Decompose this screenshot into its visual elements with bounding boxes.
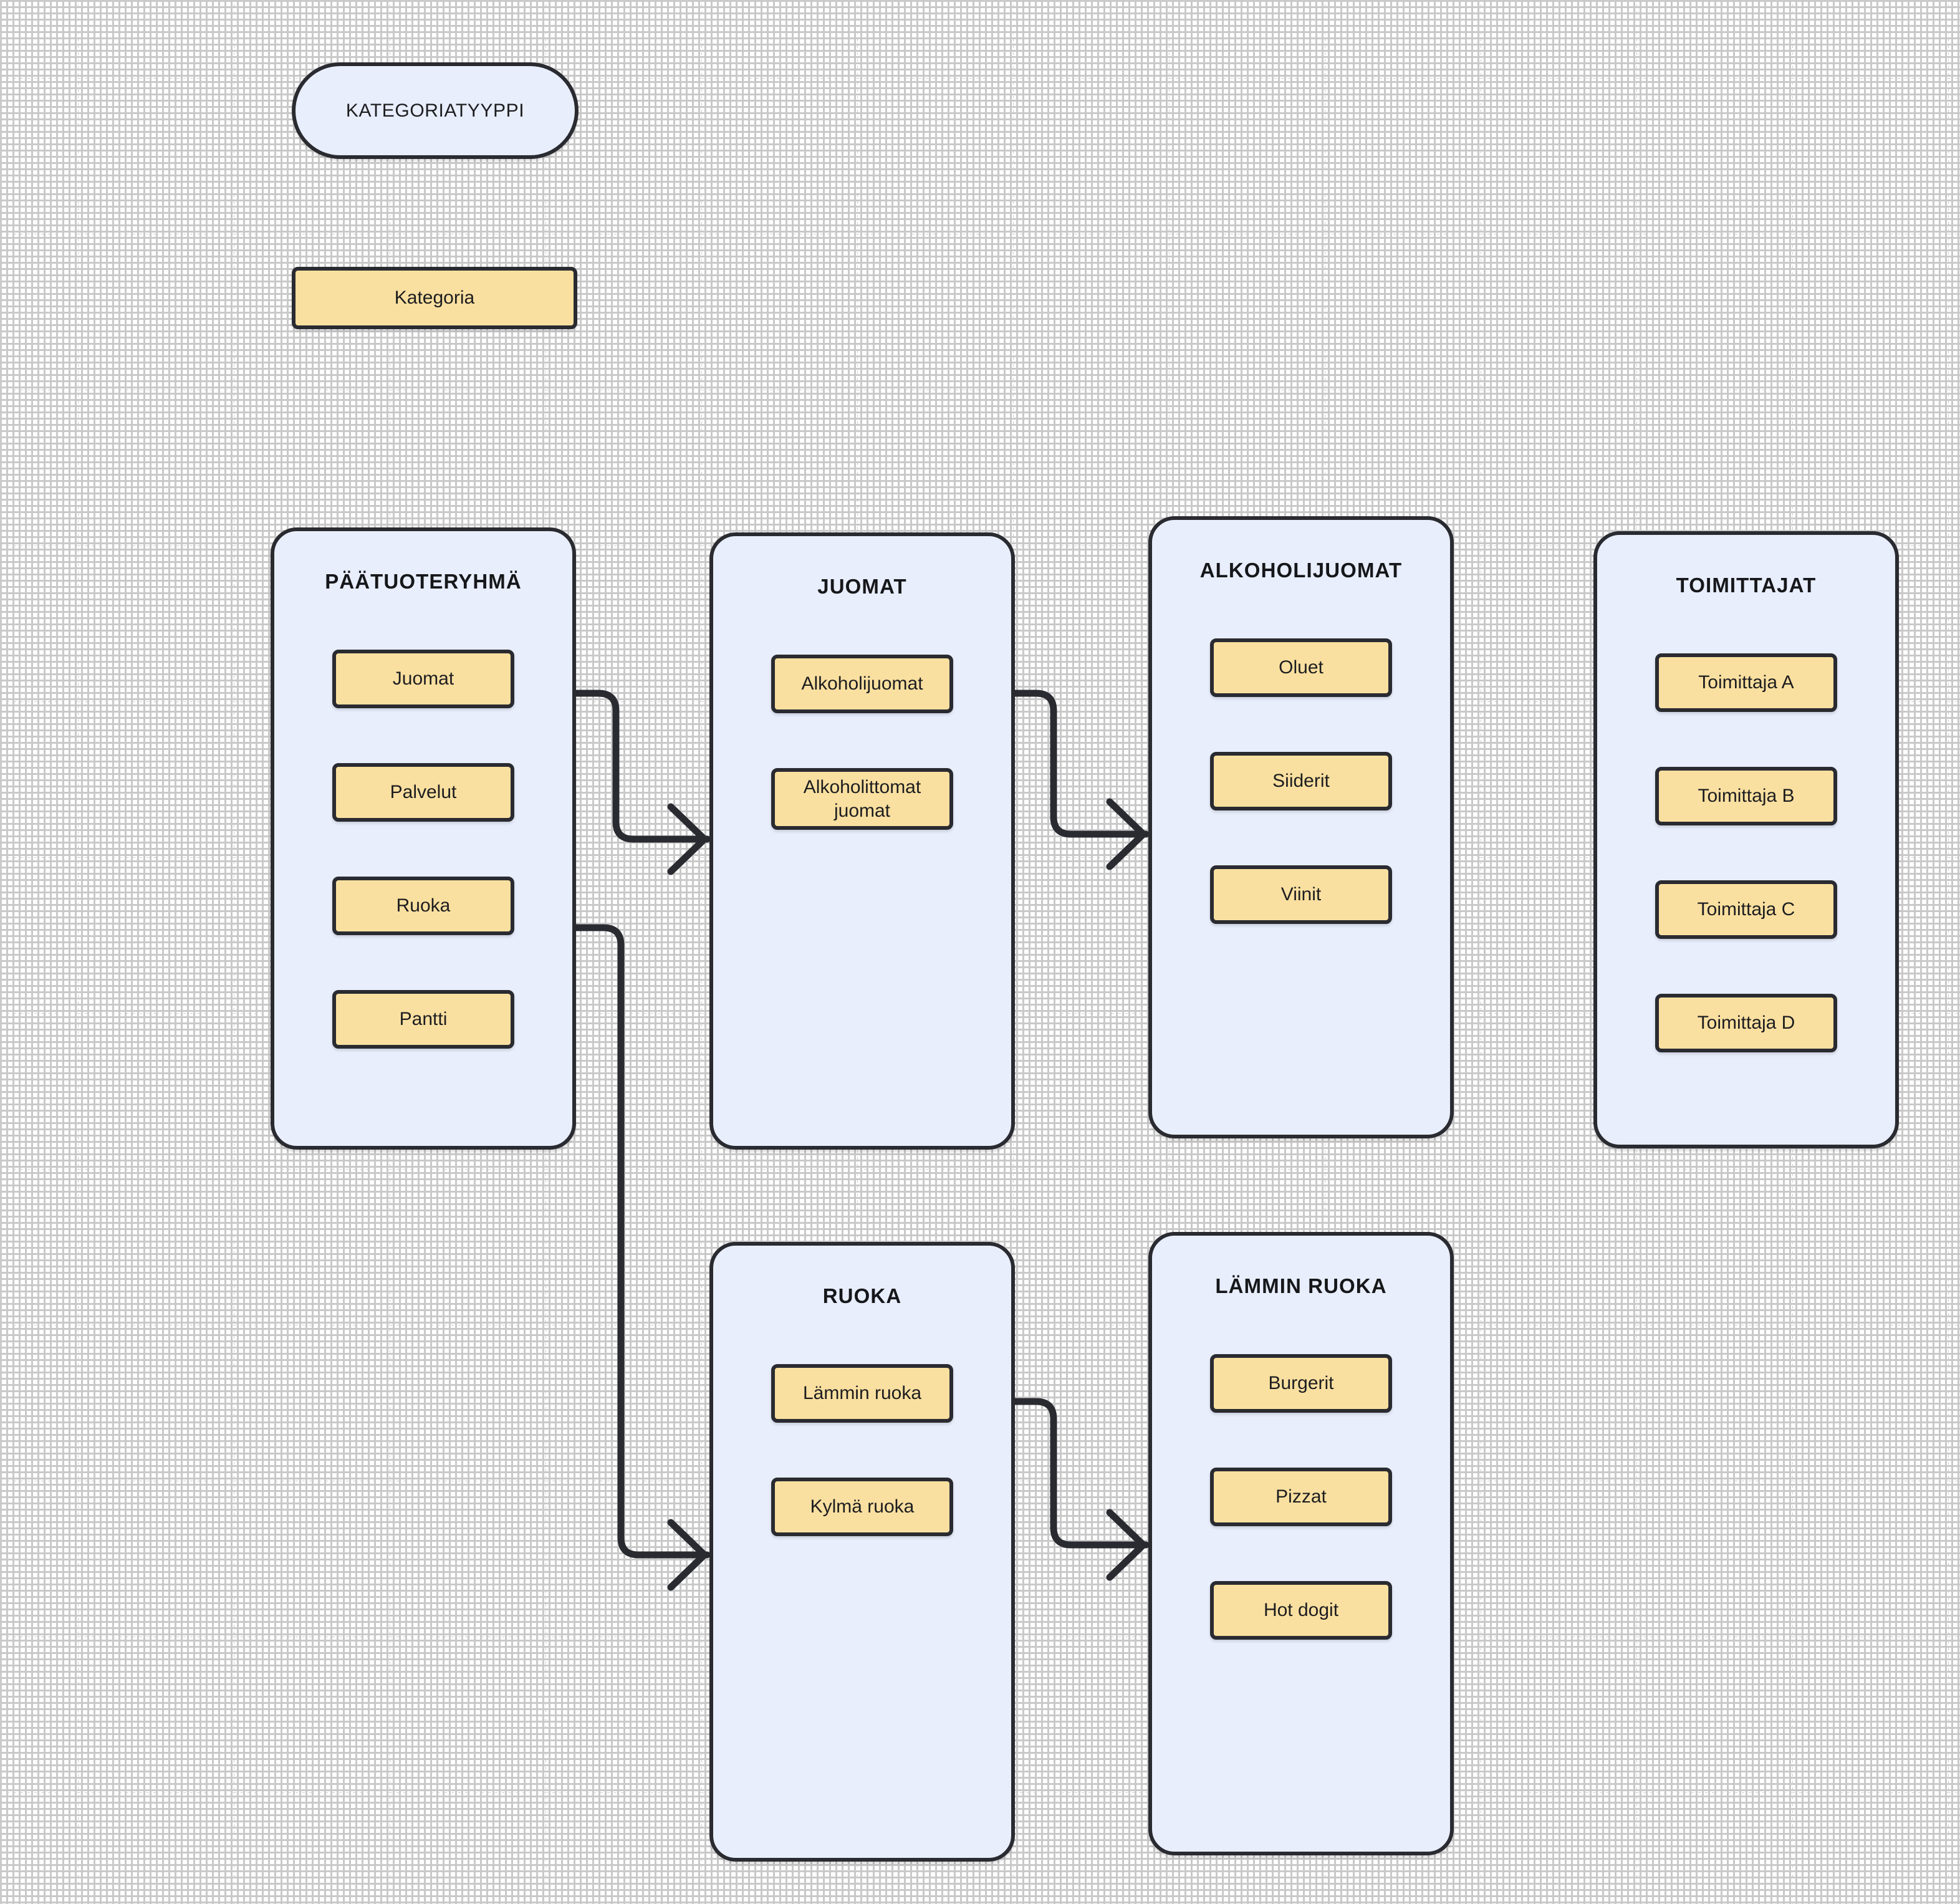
arrowhead-alkoholijuomat-group: [1106, 798, 1147, 870]
arrowhead-ruoka-group: [667, 1519, 708, 1591]
group-paatuoteryhma[interactable]: PÄÄTUOTERYHMÄ Juomat Palvelut Ruoka Pant…: [271, 527, 576, 1150]
group-alkoholijuomat[interactable]: ALKOHOLIJUOMAT Oluet Siiderit Viinit: [1148, 516, 1454, 1138]
node-kylma-ruoka[interactable]: Kylmä ruoka: [771, 1478, 953, 1536]
legend-category-label: Kategoria: [394, 287, 475, 308]
group-juomat-title: JUOMAT: [817, 575, 907, 598]
group-toimittajat[interactable]: TOIMITTAJAT Toimittaja A Toimittaja B To…: [1593, 531, 1899, 1148]
legend-category-type[interactable]: KATEGORIATYYPPI: [292, 62, 579, 159]
group-toimittajat-title: TOIMITTAJAT: [1676, 574, 1817, 597]
node-alkoholittomat-juomat[interactable]: Alkoholittomat juomat: [771, 768, 953, 830]
group-alkoholijuomat-body: Oluet Siiderit Viinit: [1152, 638, 1450, 924]
legend-category-type-label: KATEGORIATYYPPI: [345, 100, 525, 121]
legend-category[interactable]: Kategoria: [292, 267, 577, 329]
group-ruoka-title: RUOKA: [822, 1284, 902, 1307]
group-ruoka-body: Lämmin ruoka Kylmä ruoka: [713, 1364, 1011, 1536]
node-alkoholijuomat[interactable]: Alkoholijuomat: [771, 655, 953, 713]
group-juomat-body: Alkoholijuomat Alkoholittomat juomat: [713, 655, 1011, 830]
group-paatuoteryhma-body: Juomat Palvelut Ruoka Pantti: [274, 650, 572, 1049]
node-pantti[interactable]: Pantti: [332, 990, 514, 1049]
node-siiderit[interactable]: Siiderit: [1210, 752, 1392, 810]
node-pizzat[interactable]: Pizzat: [1210, 1468, 1392, 1526]
group-lammin-ruoka[interactable]: LÄMMIN RUOKA Burgerit Pizzat Hot dogit: [1148, 1232, 1454, 1855]
group-juomat[interactable]: JUOMAT Alkoholijuomat Alkoholittomat juo…: [709, 532, 1015, 1150]
node-oluet[interactable]: Oluet: [1210, 638, 1392, 697]
node-hot-dogit[interactable]: Hot dogit: [1210, 1581, 1392, 1640]
arrowhead-juomat-group: [667, 803, 708, 875]
group-ruoka[interactable]: RUOKA Lämmin ruoka Kylmä ruoka: [709, 1242, 1015, 1862]
node-toimittaja-a[interactable]: Toimittaja A: [1655, 653, 1837, 712]
node-toimittaja-b[interactable]: Toimittaja B: [1655, 767, 1837, 825]
node-toimittaja-d[interactable]: Toimittaja D: [1655, 994, 1837, 1052]
node-toimittaja-c[interactable]: Toimittaja C: [1655, 880, 1837, 939]
node-viinit[interactable]: Viinit: [1210, 865, 1392, 924]
node-juomat[interactable]: Juomat: [332, 650, 514, 708]
arrowhead-lammin-ruoka-group: [1106, 1509, 1147, 1581]
group-paatuoteryhma-title: PÄÄTUOTERYHMÄ: [325, 570, 522, 593]
node-ruoka[interactable]: Ruoka: [332, 877, 514, 935]
group-lammin-ruoka-title: LÄMMIN RUOKA: [1215, 1274, 1387, 1297]
node-palvelut[interactable]: Palvelut: [332, 763, 514, 822]
group-alkoholijuomat-title: ALKOHOLIJUOMAT: [1199, 559, 1403, 582]
group-lammin-ruoka-body: Burgerit Pizzat Hot dogit: [1152, 1354, 1450, 1640]
node-burgerit[interactable]: Burgerit: [1210, 1354, 1392, 1413]
group-toimittajat-body: Toimittaja A Toimittaja B Toimittaja C T…: [1597, 653, 1895, 1052]
node-lammin-ruoka[interactable]: Lämmin ruoka: [771, 1364, 953, 1423]
